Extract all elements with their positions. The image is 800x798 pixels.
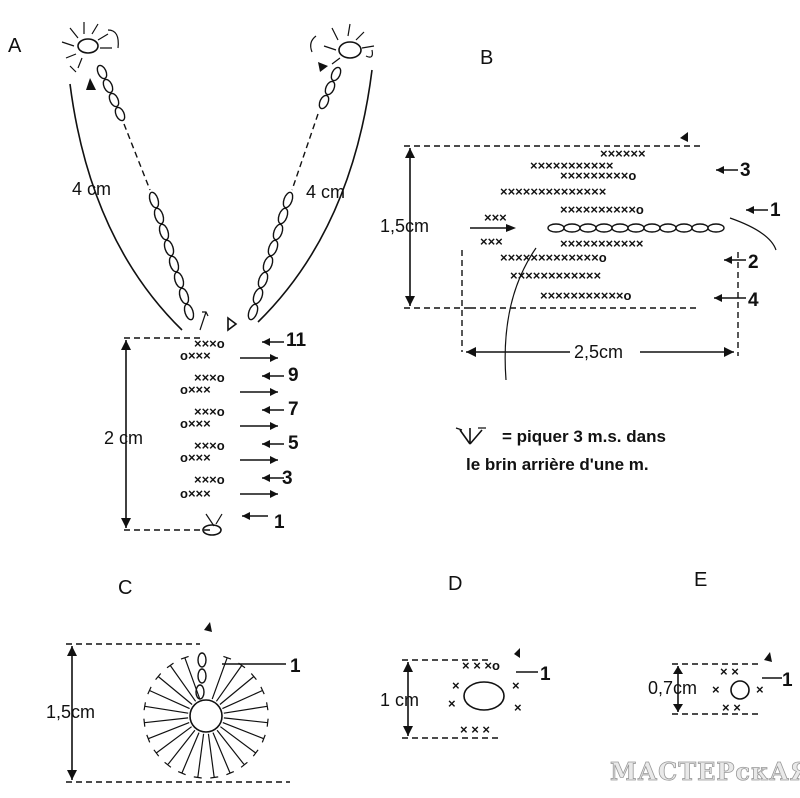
row-number: 3 <box>740 160 751 181</box>
chain-base-b <box>470 223 725 233</box>
svg-text:o×××: o××× <box>180 450 211 465</box>
svg-text:×××××××××××: ××××××××××× <box>560 236 644 251</box>
svg-text:× × ×: × × × <box>460 722 490 737</box>
legend-line-2: le brin arrière d'une m. <box>466 455 649 474</box>
panel-b-label: B <box>480 47 493 69</box>
height-label: 0,7cm <box>648 678 697 698</box>
row-arrows-b <box>714 166 768 302</box>
svg-text:× × ×o: × × ×o <box>462 658 500 673</box>
svg-text:××××××××××××: ×××××××××××× <box>510 268 602 283</box>
height-label: 1 cm <box>380 690 419 710</box>
svg-text:× ×: × × <box>722 700 741 715</box>
right-measure-arc <box>257 69 373 323</box>
width-label: 2,5cm <box>574 342 623 362</box>
row-number: 11 <box>286 330 307 351</box>
panel-a: A <box>8 22 375 536</box>
row-number: 4 <box>748 290 759 311</box>
svg-text:×××: ××× <box>484 210 507 225</box>
row-number: 7 <box>288 399 299 420</box>
edge-curve <box>504 217 777 381</box>
panel-e: E 0,7cm × × × × × × 1 <box>648 569 793 715</box>
svg-text:×××××××××××o: ×××××××××××o <box>540 288 632 303</box>
legend-line-1: = piquer 3 m.s. dans <box>502 427 666 446</box>
ring-c <box>143 652 269 779</box>
height-label: 1,5cm <box>380 216 429 236</box>
panel-b: B 1,5cm 2,5cm ×××××× <box>380 47 781 381</box>
panel-d-label: D <box>448 573 462 595</box>
row-number: 2 <box>748 252 759 273</box>
svg-text:×××o: ×××o <box>194 370 225 385</box>
left-measure-arc <box>69 83 183 331</box>
svg-text:××××××××××××××: ×××××××××××××× <box>500 184 607 199</box>
row-number: 1 <box>540 664 551 685</box>
svg-text:×××: ××× <box>480 234 503 249</box>
row-number: 1 <box>782 670 793 691</box>
svg-text:×××o: ×××o <box>194 472 225 487</box>
height-label: 1,5cm <box>46 702 95 722</box>
svg-text:×××××××××××××o: ×××××××××××××o <box>500 250 607 265</box>
panel-d: D 1 cm × × ×o × × × × × × × 1 <box>380 573 551 739</box>
right-length-label: 4 cm <box>306 182 345 202</box>
stitch-ring-d: × × ×o × × × × × × × <box>448 658 522 737</box>
row-number: 5 <box>288 433 299 454</box>
svg-text:×××o: ×××o <box>194 438 225 453</box>
row-number: 1 <box>770 200 781 221</box>
svg-text:×××o: ×××o <box>194 336 225 351</box>
row-number: 9 <box>288 365 299 386</box>
svg-text:× ×: × × <box>720 664 739 679</box>
panel-e-label: E <box>694 569 707 591</box>
svg-text:×: × <box>514 700 522 715</box>
watermark-logo: МАСТЕРскАЯ <box>610 757 800 786</box>
svg-text:×: × <box>756 682 764 697</box>
panel-c-label: C <box>118 577 132 599</box>
svg-text:×××××××××××: ××××××××××× <box>530 158 614 173</box>
svg-text:××××××××××o: ××××××××××o <box>560 202 644 217</box>
height-dimension: 2 cm <box>104 337 210 531</box>
flower-left-icon <box>61 22 119 90</box>
right-chain <box>227 66 342 332</box>
row-number: 1 <box>290 656 301 677</box>
svg-text:o×××: o××× <box>180 382 211 397</box>
left-length-label: 4 cm <box>72 179 111 199</box>
svg-text:×××××××××o: ×××××××××o <box>560 168 636 183</box>
legend: = piquer 3 m.s. dans le brin arrière d'u… <box>455 427 666 474</box>
svg-text:×: × <box>512 678 520 693</box>
row-arrows-a <box>240 338 284 520</box>
row-number: 1 <box>274 512 285 533</box>
start-marker-icon <box>204 622 212 632</box>
svg-text:×: × <box>452 678 460 693</box>
start-marker-icon <box>514 648 520 658</box>
start-marker-icon <box>680 132 688 142</box>
left-chain <box>96 64 209 331</box>
svg-text:o×××: o××× <box>180 416 211 431</box>
svg-text:×: × <box>448 696 456 711</box>
stitch-grid-a: ×××o o××× ×××o o××× ×××o o××× ×××o o××× … <box>180 336 225 536</box>
panel-c: C 1,5cm 1 <box>46 577 301 783</box>
flower-right-icon <box>310 23 375 72</box>
svg-text:××××××: ×××××× <box>600 146 646 161</box>
svg-text:×: × <box>712 682 720 697</box>
start-marker-icon <box>764 652 772 662</box>
fan-3-stitch-icon <box>455 427 486 445</box>
stitch-grid-b: ×××××× ××××××××××× ×××××××××o ××××××××××… <box>480 146 646 303</box>
height-label: 2 cm <box>104 428 143 448</box>
svg-text:o×××: o××× <box>180 486 211 501</box>
row-number: 3 <box>282 468 293 489</box>
panel-a-label: A <box>8 35 22 57</box>
svg-text:o×××: o××× <box>180 348 211 363</box>
svg-text:×××o: ×××o <box>194 404 225 419</box>
stitch-ring-e: × × × × × × <box>712 664 764 715</box>
